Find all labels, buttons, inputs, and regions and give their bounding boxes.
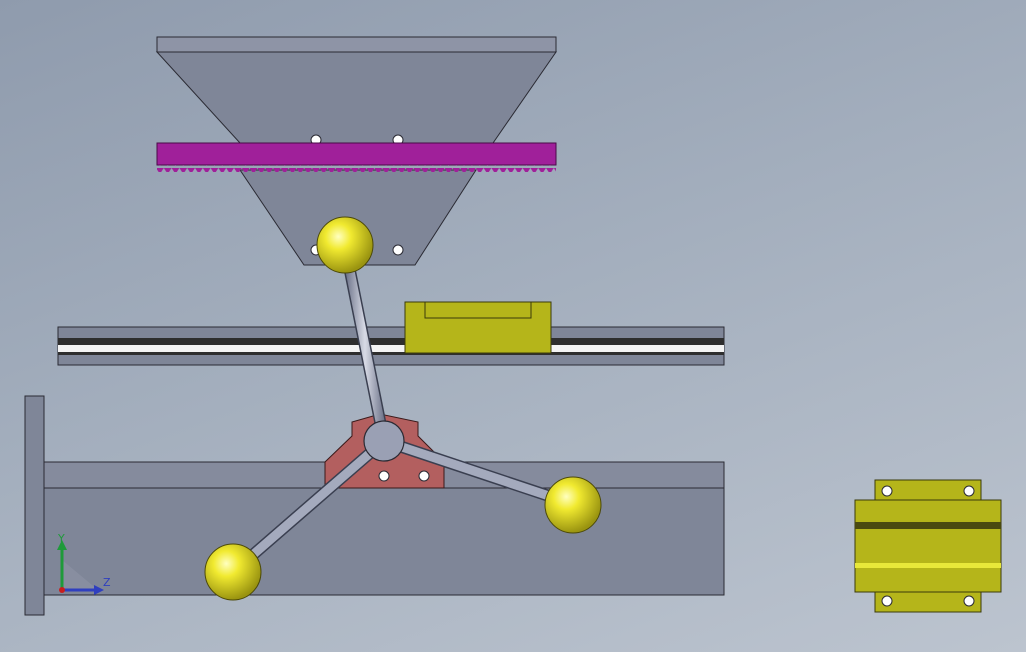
rail-carriage (404, 301, 552, 354)
bearing-block-side-view (854, 479, 1002, 613)
knob-ball-left[interactable] (204, 543, 262, 601)
gear-rack (156, 142, 557, 172)
block-hole (881, 595, 893, 607)
view-orientation-triad[interactable]: Y Z (57, 532, 111, 595)
base-body (43, 487, 725, 596)
mount-hole (392, 244, 404, 256)
block-hole (963, 485, 975, 497)
handwheel-hub[interactable] (363, 420, 405, 462)
spoke-left (228, 436, 389, 577)
bracket-hole (378, 470, 390, 482)
block-hole (963, 595, 975, 607)
knob-ball-right[interactable] (544, 476, 602, 534)
spoke-right (379, 436, 578, 509)
y-axis-label: Y (57, 532, 65, 545)
block-body (854, 499, 1002, 593)
hopper-plate (155, 36, 557, 266)
bracket-hole (418, 470, 430, 482)
x-axis-dot (59, 587, 65, 593)
knob-ball-top[interactable] (316, 216, 374, 274)
z-axis-label: Z (103, 576, 111, 589)
spoke-upper (341, 246, 389, 446)
end-plate (24, 395, 45, 616)
handwheel-spokes (227, 245, 579, 578)
hopper-top-flange (156, 36, 557, 53)
block-groove (855, 522, 1001, 529)
block-stripe (855, 563, 1001, 568)
linear-rail (57, 326, 725, 366)
block-hole (881, 485, 893, 497)
